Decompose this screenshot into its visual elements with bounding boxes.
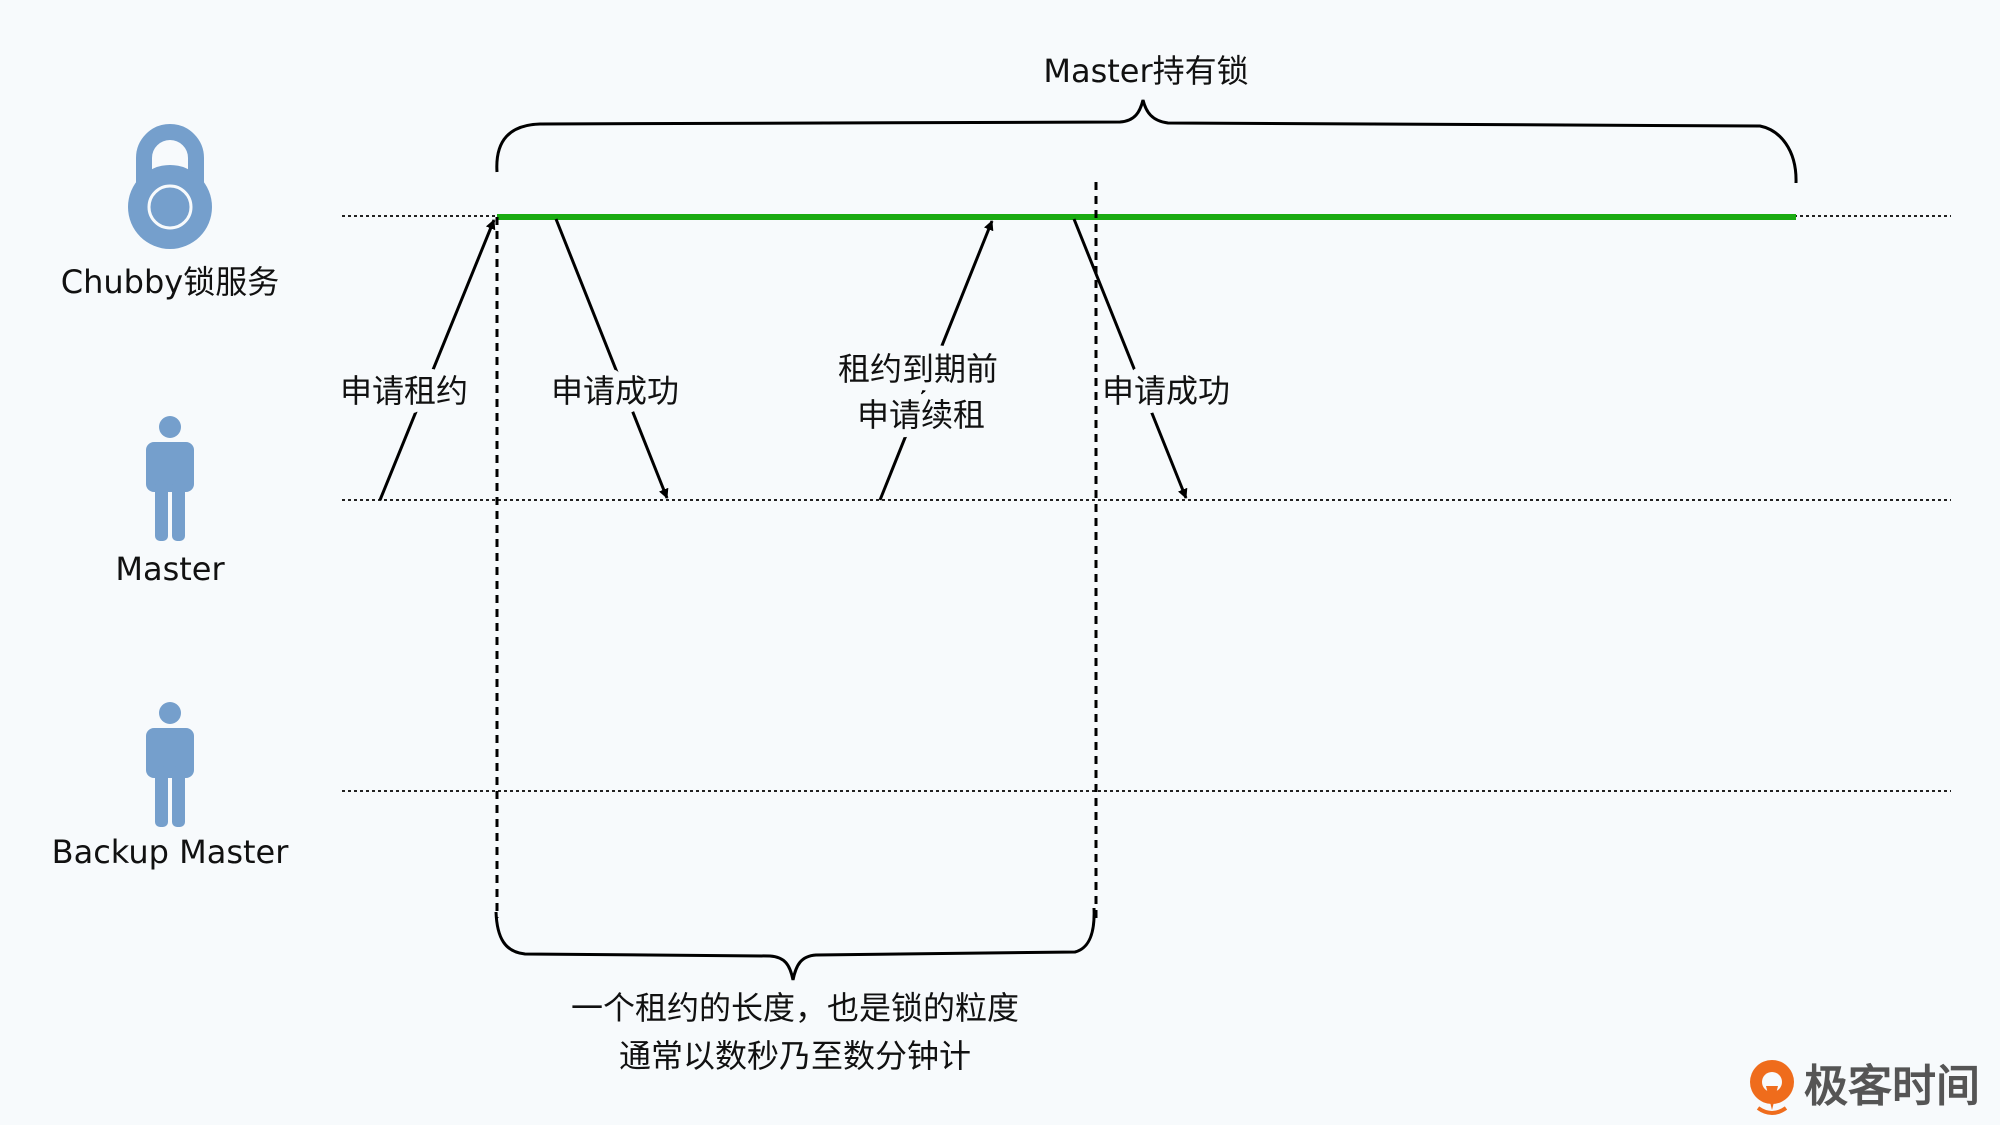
master-hold-label: Master持有锁: [1043, 52, 1248, 90]
apply-success-arrow-2: [1072, 218, 1188, 499]
actor-label-lock-service: Chubby锁服务: [61, 263, 279, 301]
actor-label-backup: Backup Master: [52, 833, 290, 871]
apply-success-arrow-1: [554, 218, 669, 499]
master-person-icon: [146, 416, 194, 541]
lease-length-brace: [494, 907, 1096, 981]
lease-length-label-line2: 通常以数秒乃至数分钟计: [619, 1037, 971, 1075]
renew-label-line2: 申请续租: [857, 396, 985, 434]
lock-icon: [128, 124, 212, 249]
geektime-logo-icon: [1750, 1060, 1794, 1115]
backup-person-icon: [146, 702, 194, 827]
actor-label-master: Master: [115, 550, 225, 588]
geektime-logo: 极客时间: [1750, 1060, 1980, 1115]
geektime-logo-text: 极客时间: [1804, 1061, 1980, 1112]
renew-lease-arrow: [878, 220, 994, 501]
lease-length-label-line1: 一个租约的长度，也是锁的粒度: [571, 989, 1019, 1027]
renew-label-line1: 租约到期前: [838, 350, 998, 388]
master-hold-brace: [495, 99, 1798, 184]
apply-lease-arrow: [378, 219, 496, 501]
apply-lease-label: 申请租约: [340, 372, 468, 410]
apply-success-label-2: 申请成功: [1102, 372, 1230, 410]
apply-success-label-1: 申请成功: [551, 372, 679, 410]
